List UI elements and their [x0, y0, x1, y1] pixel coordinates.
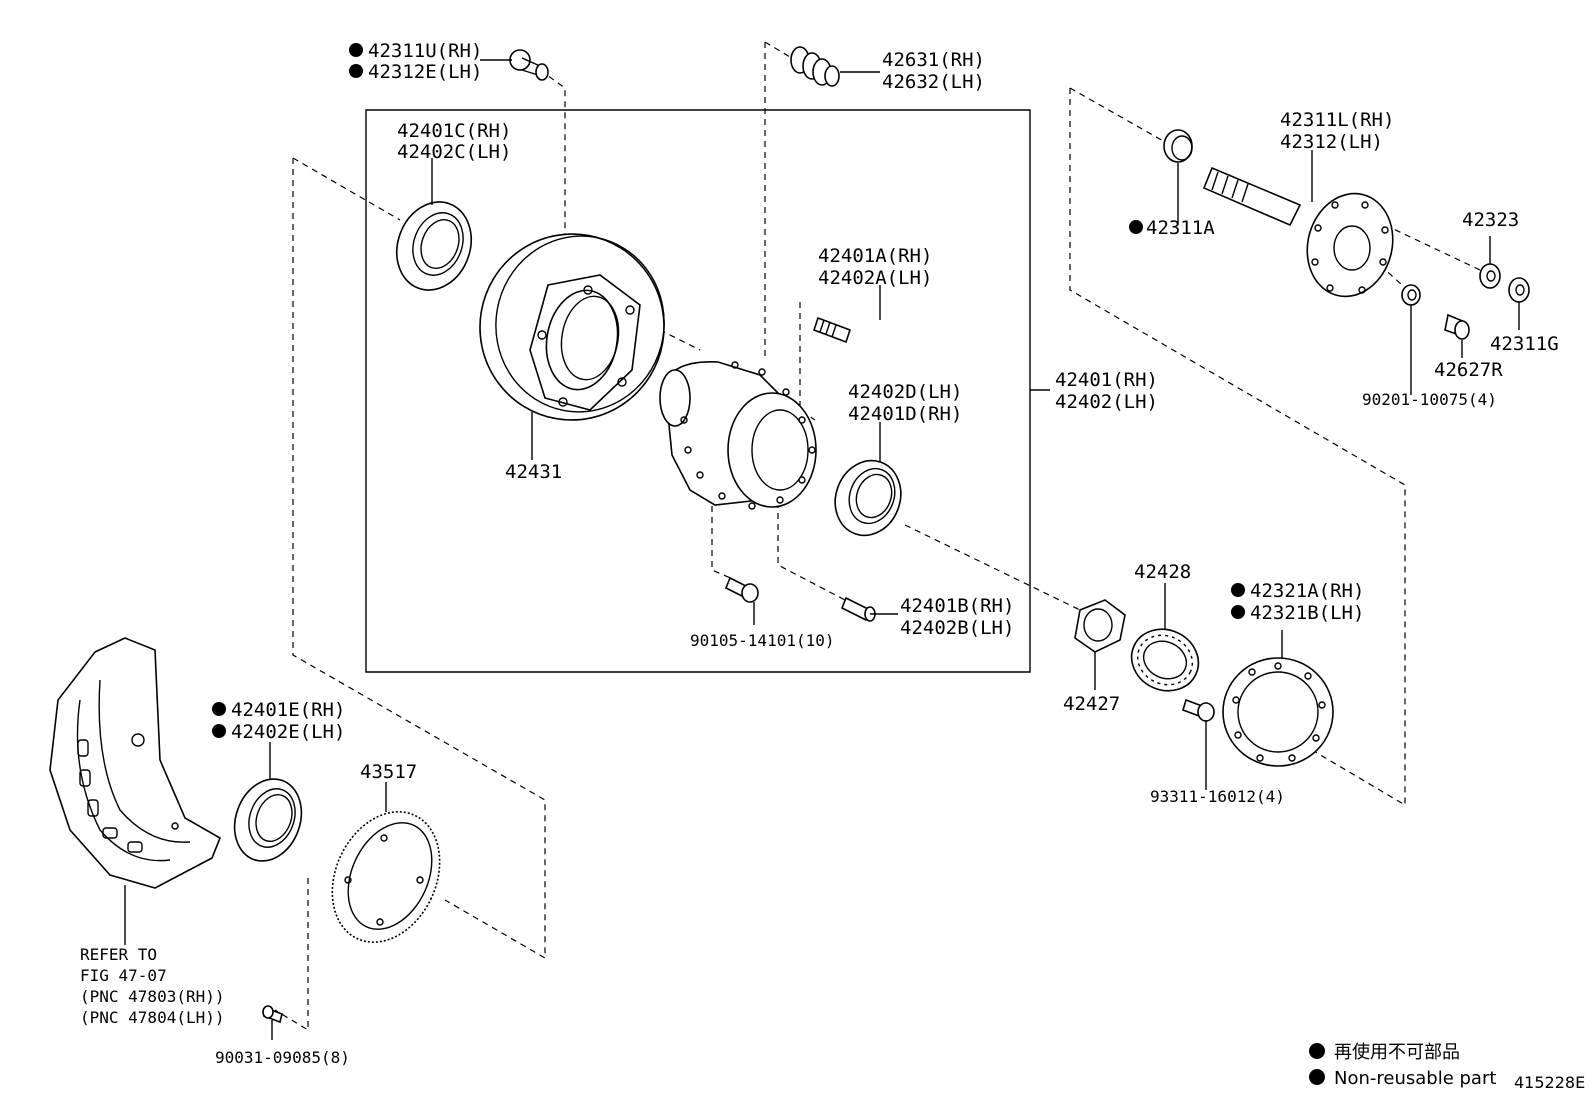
label-42312: 42312(LH) — [1280, 131, 1383, 153]
hub-bolt-42401a — [814, 318, 850, 342]
label-42631: 42631(RH) — [882, 49, 985, 71]
label-42311g: 42311G — [1490, 333, 1559, 355]
dust-shield — [50, 638, 220, 888]
label-42321b: 42321B(LH) — [1250, 602, 1364, 624]
part-labels: 42311U(RH) 42312E(LH) 42631(RH) 42632(LH… — [80, 40, 1559, 1067]
nut-42311g — [1509, 278, 1529, 302]
ring-42311a — [1164, 130, 1192, 162]
label-42401e: 42401E(RH) — [231, 699, 345, 721]
diagram-code: 415228E — [1514, 1073, 1585, 1092]
ring-42428 — [1122, 618, 1209, 701]
label-90031: 90031-09085(8) — [215, 1048, 350, 1067]
washer-42323 — [1480, 264, 1500, 288]
refer-line-2: FIG 47-07 — [80, 966, 167, 985]
oil-seal-42401c — [385, 191, 483, 300]
bearing-42402d — [825, 451, 911, 544]
label-93311: 93311-16012(4) — [1150, 787, 1285, 806]
label-42321a: 42321A(RH) — [1250, 580, 1364, 602]
label-42401c: 42401C(RH) — [397, 120, 511, 142]
label-42401d: 42401D(RH) — [848, 403, 962, 425]
label-90201: 90201-10075(4) — [1362, 390, 1497, 409]
label-90105: 90105-14101(10) — [690, 631, 835, 650]
label-42402e: 42402E(LH) — [231, 721, 345, 743]
label-42401b: 42401B(RH) — [900, 595, 1014, 617]
non-reusable-markers — [212, 43, 1325, 1085]
axle-shaft-42311l — [1204, 168, 1404, 306]
axle-hub — [660, 362, 816, 509]
label-42402d: 42402D(LH) — [848, 381, 962, 403]
hub-assembly-box — [366, 110, 1030, 672]
refer-line-3: (PNC 47803(RH)) — [80, 987, 225, 1006]
label-42401: 42401(RH) — [1055, 369, 1158, 391]
brake-disc-42431 — [465, 219, 679, 434]
label-42402c: 42402C(LH) — [397, 141, 511, 163]
bolt-93311 — [1183, 700, 1214, 721]
label-42402: 42402(LH) — [1055, 391, 1158, 413]
label-42632: 42632(LH) — [882, 71, 985, 93]
leader-lines — [125, 60, 1519, 1040]
bushing-42627r — [1445, 315, 1469, 339]
label-42311u: 42311U(RH) — [368, 40, 482, 62]
refer-line-1: REFER TO — [80, 945, 157, 964]
label-42323: 42323 — [1462, 209, 1519, 231]
oil-seal-42401e — [224, 770, 313, 871]
gasket-42321a — [1223, 658, 1333, 766]
legend-japanese: 再使用不可部品 — [1334, 1042, 1460, 1063]
legend: 再使用不可部品 Non-reusable part 415228E — [1334, 1042, 1585, 1092]
label-42428: 42428 — [1134, 561, 1191, 583]
label-42402a: 42402A(LH) — [818, 267, 932, 289]
guide-lines — [275, 42, 1480, 1030]
label-43517: 43517 — [360, 761, 417, 783]
label-42311l: 42311L(RH) — [1280, 109, 1394, 131]
pin-42401b — [842, 598, 875, 621]
boot-42631 — [791, 47, 839, 86]
label-42311a: 42311A — [1146, 217, 1215, 239]
label-42312e: 42312E(LH) — [368, 61, 482, 83]
label-42431: 42431 — [505, 461, 562, 483]
sensor-rotor-43517 — [312, 794, 460, 960]
label-42427: 42427 — [1063, 693, 1120, 715]
label-42627r: 42627R — [1434, 359, 1503, 381]
washer-90201 — [1402, 285, 1420, 305]
bolt-90105 — [726, 578, 758, 602]
refer-line-4: (PNC 47804(LH)) — [80, 1008, 225, 1027]
label-42402b: 42402B(LH) — [900, 617, 1014, 639]
bolt-42311u — [510, 50, 548, 80]
legend-english: Non-reusable part — [1334, 1068, 1496, 1089]
label-42401a: 42401A(RH) — [818, 245, 932, 267]
lock-washer-42427 — [1075, 600, 1125, 652]
screw-90031 — [263, 1006, 282, 1022]
